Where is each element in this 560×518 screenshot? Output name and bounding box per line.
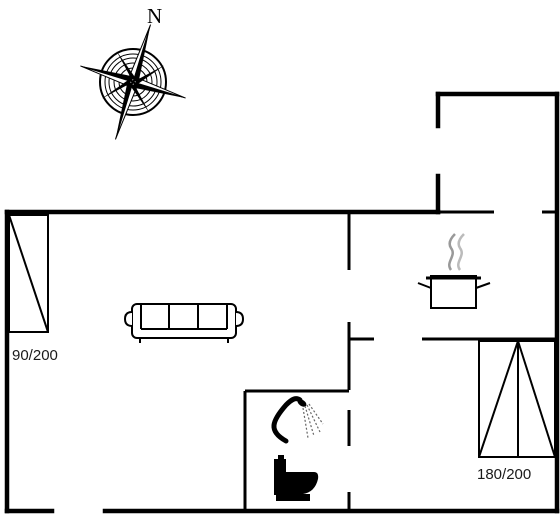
north-label: N [147, 4, 162, 28]
double-bed-size-label: 180/200 [477, 466, 531, 483]
double-bed [478, 340, 556, 458]
sofa-icon [123, 303, 245, 343]
compass-rose-icon [80, 24, 186, 140]
interior-walls [243, 210, 556, 509]
single-bed [8, 214, 49, 333]
toilet-icon [274, 455, 319, 501]
outer-walls [4, 91, 560, 514]
cooking-pot-icon [417, 233, 491, 309]
single-bed-size-label: 90/200 [12, 347, 58, 364]
shower-icon [271, 396, 324, 444]
